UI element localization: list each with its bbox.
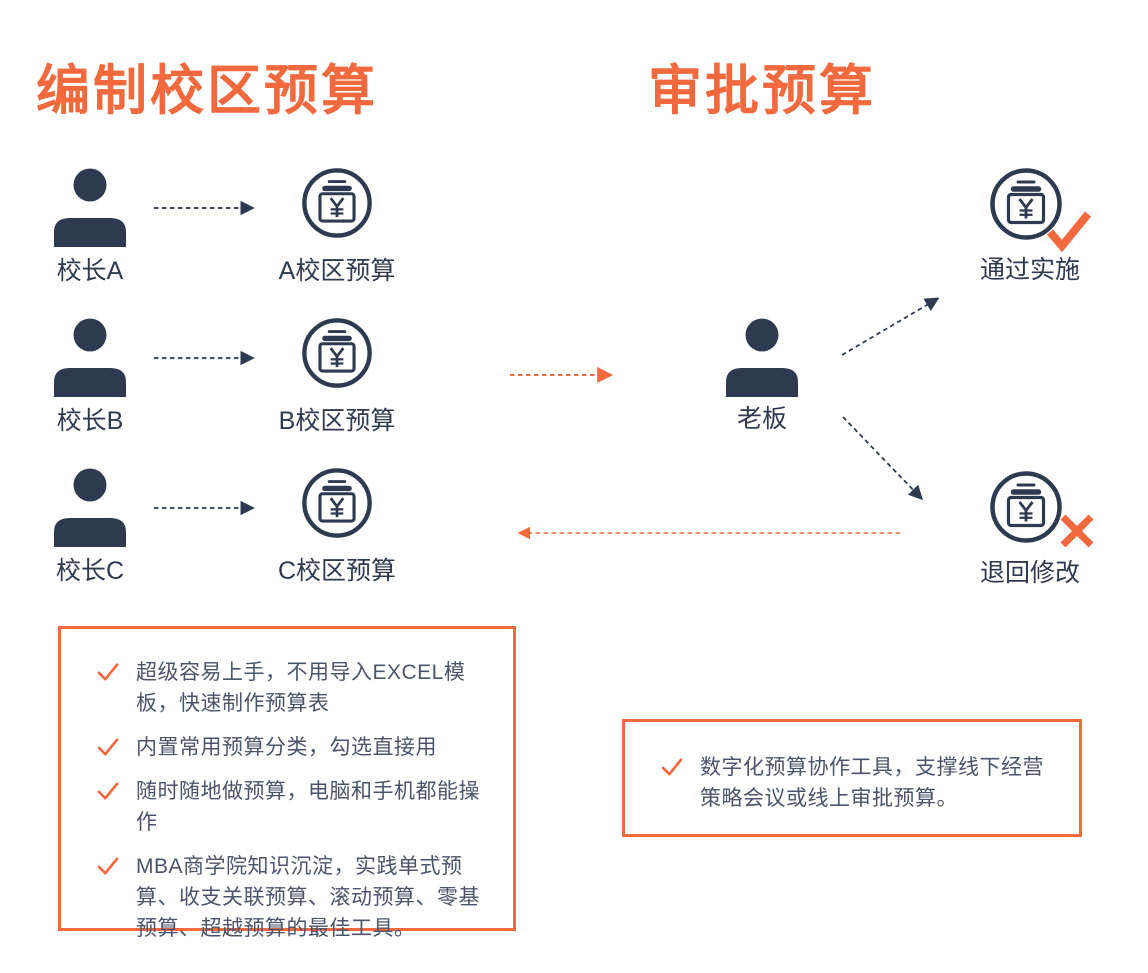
- arrow-b-to-budget-icon: [154, 350, 255, 366]
- check-icon: [97, 663, 119, 681]
- approve-feature-box: 数字化预算协作工具，支撑线下经营策略会议或线上审批预算。: [622, 719, 1082, 837]
- feature-text: 随时随地做预算，电脑和手机都能操作: [136, 780, 480, 834]
- check-icon: [97, 857, 119, 875]
- feature-text: MBA商学院知识沉淀，实践单式预算、收支关联预算、滚动预算、零基预算、超越预算的…: [136, 855, 480, 940]
- cross-icon: [1060, 514, 1094, 548]
- budget-icon: [990, 168, 1062, 240]
- feature-item: MBA商学院知识沉淀，实践单式预算、收支关联预算、滚动预算、零基预算、超越预算的…: [97, 851, 499, 944]
- person-label: 校长B: [56, 407, 124, 435]
- feature-item: 内置常用预算分类，勾选直接用: [97, 732, 499, 763]
- budget-icon: [990, 471, 1062, 543]
- check-icon: [661, 758, 683, 776]
- person-icon: [54, 468, 126, 547]
- arrow-a-to-budget-icon: [154, 200, 255, 216]
- boss-label: 老板: [736, 405, 787, 433]
- reject-label: 退回修改: [979, 559, 1080, 587]
- feature-text: 超级容易上手，不用导入EXCEL模板，快速制作预算表: [136, 661, 466, 715]
- approve-label: 通过实施: [979, 256, 1080, 284]
- arrow-reject-return: [517, 526, 900, 540]
- check-icon: [97, 738, 119, 756]
- budget-label: C校区预算: [277, 557, 397, 585]
- feature-item: 随时随地做预算，电脑和手机都能操作: [97, 776, 499, 838]
- arrow-boss-to-approve: [841, 297, 940, 356]
- feature-text: 数字化预算协作工具，支撑线下经营策略会议或线上审批预算。: [700, 756, 1044, 810]
- budget-label: A校区预算: [278, 257, 396, 285]
- budget-icon: [302, 318, 372, 388]
- budget-icon: [302, 468, 372, 538]
- person-icon-boss: [726, 318, 798, 397]
- feature-text: 内置常用预算分类，勾选直接用: [136, 736, 437, 759]
- person-label: 校长A: [56, 257, 124, 285]
- arrow-c-to-budget-icon: [154, 500, 255, 516]
- person-icon: [54, 318, 126, 397]
- arrow-boss-to-reject: [842, 416, 923, 501]
- person-label: 校长C: [55, 557, 125, 585]
- section-title-approve: 审批预算: [648, 61, 876, 121]
- compile-feature-box: 超级容易上手，不用导入EXCEL模板，快速制作预算表 内置常用预算分类，勾选直接…: [58, 626, 516, 940]
- feature-item: 数字化预算协作工具，支撑线下经营策略会议或线上审批预算。: [661, 752, 1059, 814]
- arrow-budgets-to-boss: [510, 367, 614, 383]
- check-icon: [1046, 211, 1092, 252]
- budget-icon: [302, 168, 372, 238]
- check-icon: [97, 782, 119, 800]
- person-icon: [54, 168, 126, 247]
- section-title-compile: 编制校区预算: [36, 61, 378, 121]
- feature-item: 超级容易上手，不用导入EXCEL模板，快速制作预算表: [97, 657, 499, 719]
- budget-label: B校区预算: [278, 407, 396, 435]
